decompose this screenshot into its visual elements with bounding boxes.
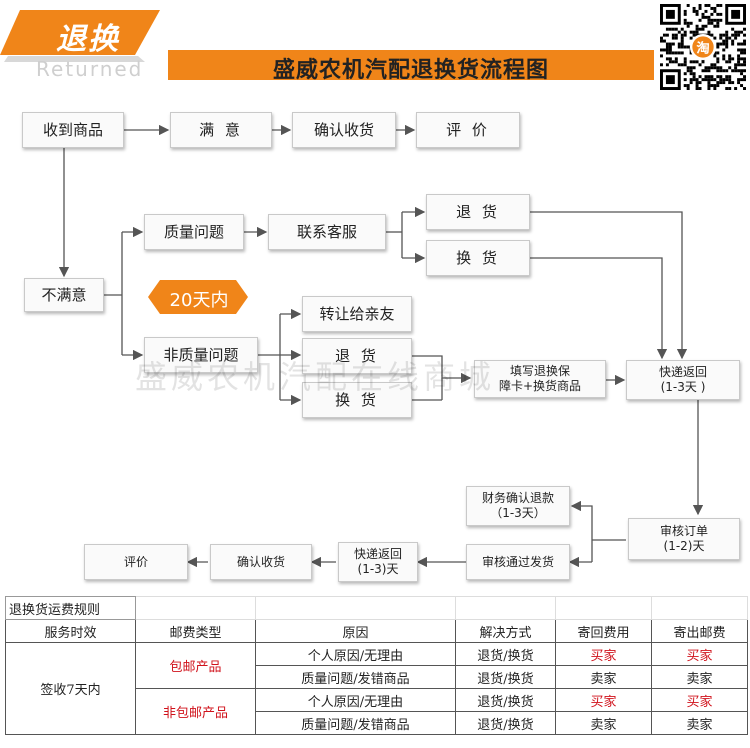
main-title: 盛威农机汽配退换货流程图 [272, 58, 549, 83]
node-finance-confirm-line2: （1-3天） [490, 506, 546, 520]
service-time-cell: 签收7天内 [5, 642, 136, 735]
node-express-back-line2: (1-3)天 [357, 562, 399, 576]
node-return-goods: 退 货 [426, 194, 530, 230]
table-header-cell: 解决方式 [455, 619, 556, 643]
node-fill-form: 填写退换保 障卡+换货商品 [474, 360, 606, 398]
caption-empty-cell [255, 596, 456, 620]
solution-cell: 退货/换货 [455, 688, 556, 712]
table-header-cell: 邮费类型 [135, 619, 256, 643]
caption-empty-cell [135, 596, 256, 620]
table-caption-row: 退换货运费规则 [5, 596, 748, 620]
node-express-back-line1: 快递返回 [353, 547, 402, 561]
days-badge-shape [148, 280, 248, 314]
node-unsatisfied: 不满意 [24, 278, 104, 312]
solution-cell: 退货/换货 [455, 711, 556, 735]
caption-empty-cell [651, 596, 748, 620]
node-satisfied: 满 意 [170, 112, 272, 148]
reason-cell: 质量问题/发错商品 [255, 665, 456, 689]
table-row: 签收7天内 包邮产品 个人原因/无理由 退货/换货 买家 买家 [5, 642, 748, 735]
qr-code-icon: 淘 [660, 4, 746, 90]
days-badge [148, 280, 250, 314]
node-review: 评 价 [416, 112, 520, 148]
return-fee-cell: 买家 [555, 642, 652, 666]
header-badge [0, 0, 175, 80]
days-badge-label: 20天内 [169, 290, 229, 311]
node-review-2: 评价 [84, 544, 188, 580]
node-non-quality-issue: 非质量问题 [144, 337, 258, 373]
node-exchange-goods-2: 换 货 [302, 382, 412, 418]
caption-empty-cell [555, 596, 652, 620]
badge-title: 退换 [56, 22, 120, 57]
reason-cell: 个人原因/无理由 [255, 642, 456, 666]
node-review-order-line2: (1-2)天 [663, 539, 705, 553]
table-header-cell: 寄出邮费 [651, 619, 748, 643]
node-approved-ship: 审核通过发货 [466, 544, 570, 580]
solution-cell: 退货/换货 [455, 642, 556, 666]
node-finance-confirm: 财务确认退款 （1-3天） [466, 486, 570, 526]
reason-cell: 质量问题/发错商品 [255, 711, 456, 735]
table-caption: 退换货运费规则 [5, 596, 136, 620]
node-review-order-line1: 审核订单 [659, 524, 708, 538]
node-express-back: 快递返回 (1-3)天 [338, 542, 418, 582]
badge-subtitle: Returned [36, 57, 144, 81]
node-express-return-line2: (1-3天 ) [660, 380, 706, 394]
return-fee-cell: 卖家 [555, 665, 652, 689]
table-header-row: 服务时效 邮费类型 原因 解决方式 寄回费用 寄出邮费 [5, 619, 748, 643]
watermark-text: 盛威农机汽配在线商城 [135, 358, 496, 396]
postage-type-cell: 包邮产品 [135, 642, 256, 689]
solution-cell: 退货/换货 [455, 665, 556, 689]
return-fee-cell: 卖家 [555, 711, 652, 735]
table-row: 非包邮产品 个人原因/无理由 退货/换货 买家 买家 [6, 688, 748, 735]
node-finance-confirm-line1: 财务确认退款 [481, 491, 554, 505]
title-bar [168, 50, 654, 80]
return-fee-cell: 买家 [555, 688, 652, 712]
table-row: 质量问题/发错商品 退货/换货 卖家 卖家 [6, 711, 748, 735]
node-quality-issue: 质量问题 [144, 214, 244, 250]
reason-cell: 个人原因/无理由 [255, 688, 456, 712]
ship-fee-cell: 买家 [651, 642, 748, 666]
node-confirm-receipt: 确认收货 [292, 112, 396, 148]
svg-text:淘: 淘 [696, 39, 709, 56]
node-confirm-receipt-2: 确认收货 [210, 544, 312, 580]
node-fill-form-line1: 填写退换保 [509, 364, 570, 378]
table-header-cell: 寄回费用 [555, 619, 652, 643]
node-received: 收到商品 [22, 112, 124, 148]
header-badge-shape [0, 10, 160, 62]
node-fill-form-line2: 障卡+换货商品 [498, 379, 582, 393]
table-header-cell: 原因 [255, 619, 456, 643]
node-contact-service: 联系客服 [268, 214, 386, 250]
node-express-return: 快递返回 (1-3天 ) [626, 360, 740, 400]
node-express-return-line1: 快递返回 [658, 365, 707, 379]
ship-fee-cell: 卖家 [651, 665, 748, 689]
ship-fee-cell: 卖家 [651, 711, 748, 735]
node-return-goods-2: 退 货 [302, 338, 412, 374]
ship-fee-cell: 买家 [651, 688, 748, 712]
postage-type-cell: 非包邮产品 [135, 688, 256, 735]
table-header-cell: 服务时效 [5, 619, 136, 643]
node-transfer-friend: 转让给亲友 [302, 296, 412, 332]
flow-connectors [58, 124, 704, 568]
node-review-order: 审核订单 (1-2)天 [628, 518, 740, 560]
caption-empty-cell [455, 596, 556, 620]
shipping-rules-table: 退换货运费规则 服务时效 邮费类型 原因 解决方式 寄回费用 寄出邮费 签收7天… [5, 596, 748, 735]
node-exchange-goods: 换 货 [426, 240, 530, 276]
